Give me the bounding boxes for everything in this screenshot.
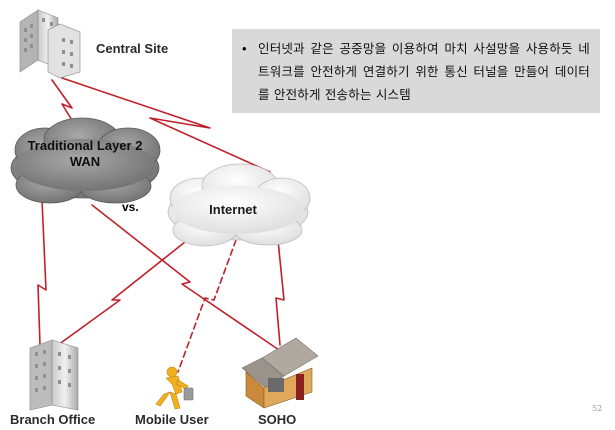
description-text: 인터넷과 같은 공중망을 이용하여 마치 사설망을 사용하듯 네트워크를 안전하… bbox=[258, 41, 590, 102]
internet-cloud-label: Internet bbox=[209, 202, 257, 217]
soho-house-icon bbox=[241, 337, 319, 409]
link-internet-soho bbox=[275, 239, 285, 346]
link-central-internet bbox=[61, 77, 271, 173]
branch-office-building-icon bbox=[29, 339, 79, 411]
wan-cloud-label: Traditional Layer 2 WAN bbox=[27, 138, 143, 169]
mobile-user-label: Mobile User bbox=[135, 412, 209, 427]
link-wan-branch bbox=[37, 199, 47, 346]
link-central-wan bbox=[51, 79, 79, 131]
central-site-label: Central Site bbox=[96, 41, 169, 56]
vs-label: vs. bbox=[122, 200, 139, 214]
link-internet-mobile bbox=[177, 239, 237, 373]
page-number: 52 bbox=[592, 404, 603, 413]
central-site-building-icon bbox=[19, 9, 81, 79]
link-wan-soho bbox=[91, 204, 283, 353]
soho-label: SOHO bbox=[258, 412, 297, 427]
mobile-user-icon bbox=[155, 366, 194, 410]
bullet-icon: • bbox=[242, 41, 247, 56]
branch-office-label: Branch Office bbox=[10, 412, 96, 427]
description-note: • 인터넷과 같은 공중망을 이용하여 마치 사설망을 사용하듯 네트워크를 안… bbox=[232, 29, 600, 113]
link-internet-branch bbox=[57, 237, 191, 346]
